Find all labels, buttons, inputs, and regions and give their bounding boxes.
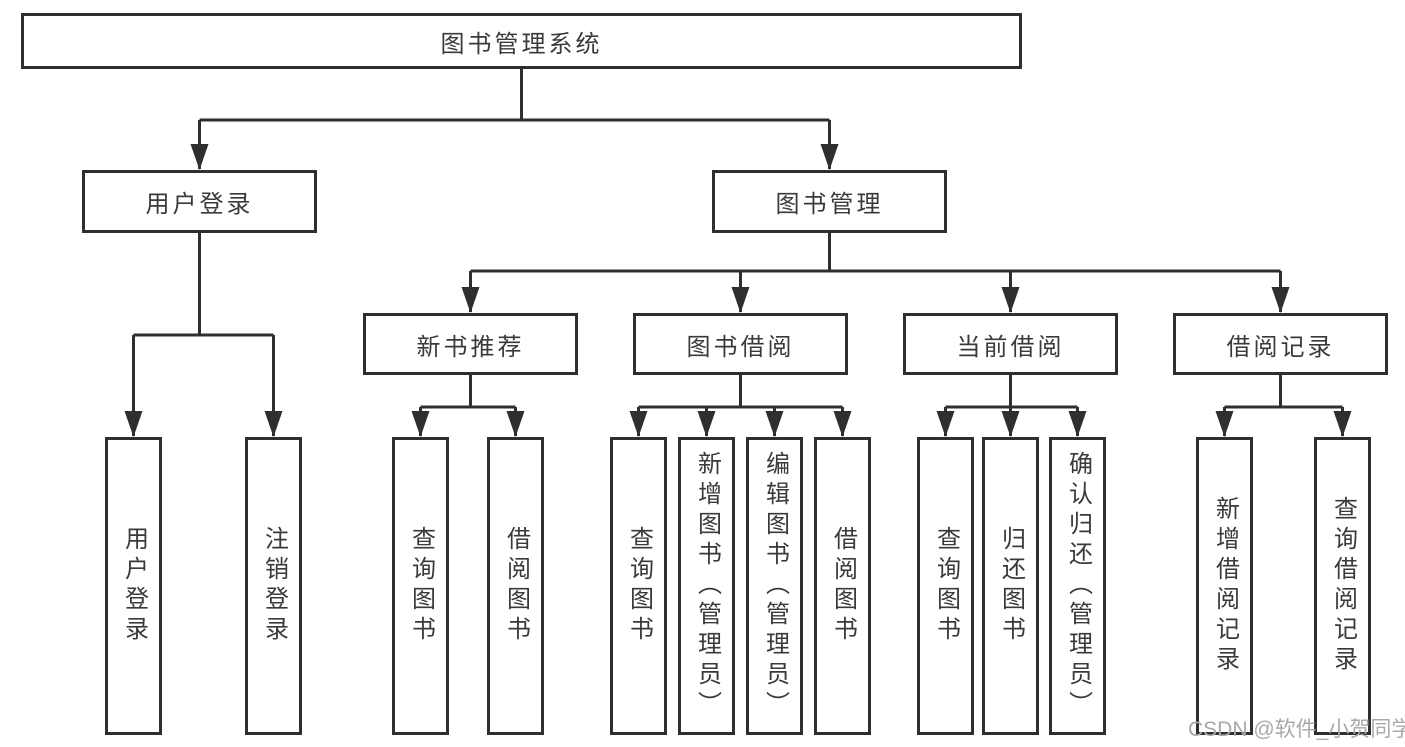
leaf-current-search-books: 查询图书 [917, 437, 974, 735]
leaf-current-search-books-label: 查询图书 [932, 526, 960, 646]
leaf-edit-books-admin: 编辑图书（管理员） [746, 437, 803, 735]
leaf-logout: 注销登录 [245, 437, 302, 735]
node-user-login: 用户登录 [82, 170, 317, 233]
node-borrow-records: 借阅记录 [1173, 313, 1388, 375]
node-user-login-label: 用户登录 [145, 191, 254, 218]
node-current-borrow: 当前借阅 [903, 313, 1118, 375]
leaf-add-borrow-record: 新增借阅记录 [1196, 437, 1253, 735]
leaf-recommend-search-books: 查询图书 [392, 437, 449, 735]
leaf-borrow-search-books: 查询图书 [610, 437, 667, 735]
leaf-add-books-admin-label: 新增图书（管理员） [693, 451, 721, 721]
leaf-borrow-search-books-label: 查询图书 [625, 526, 653, 646]
leaf-recommend-borrow-books-label: 借阅图书 [502, 526, 530, 646]
leaf-add-borrow-record-label: 新增借阅记录 [1211, 496, 1239, 676]
node-book-management-label: 图书管理 [775, 191, 884, 218]
leaf-confirm-return-admin-label: 确认归还（管理员） [1064, 451, 1092, 721]
leaf-user-login-label: 用户登录 [120, 526, 148, 646]
leaf-search-borrow-record-label: 查询借阅记录 [1329, 496, 1357, 676]
node-borrow-records-label: 借阅记录 [1226, 333, 1335, 361]
node-new-book-recommend-label: 新书推荐 [416, 333, 525, 361]
leaf-return-books: 归还图书 [982, 437, 1039, 735]
node-book-management-system: 图书管理系统 [21, 13, 1022, 69]
leaf-search-borrow-record: 查询借阅记录 [1314, 437, 1371, 735]
leaf-recommend-borrow-books: 借阅图书 [487, 437, 544, 735]
leaf-recommend-search-books-label: 查询图书 [407, 526, 435, 646]
leaf-logout-label: 注销登录 [260, 526, 288, 646]
leaf-borrow-books-label: 借阅图书 [829, 526, 857, 646]
leaf-edit-books-admin-label: 编辑图书（管理员） [761, 451, 789, 721]
node-book-management: 图书管理 [712, 170, 947, 233]
csdn-watermark: CSDN @软件_小贺同学 [1188, 718, 1405, 741]
node-current-borrow-label: 当前借阅 [956, 333, 1065, 361]
leaf-confirm-return-admin: 确认归还（管理员） [1049, 437, 1106, 735]
leaf-user-login: 用户登录 [105, 437, 162, 735]
node-book-management-system-label: 图书管理系统 [440, 30, 603, 58]
leaf-add-books-admin: 新增图书（管理员） [678, 437, 735, 735]
node-book-borrow: 图书借阅 [633, 313, 848, 375]
node-new-book-recommend: 新书推荐 [363, 313, 578, 375]
node-book-borrow-label: 图书借阅 [686, 333, 795, 361]
leaf-return-books-label: 归还图书 [997, 526, 1025, 646]
leaf-borrow-books: 借阅图书 [814, 437, 871, 735]
